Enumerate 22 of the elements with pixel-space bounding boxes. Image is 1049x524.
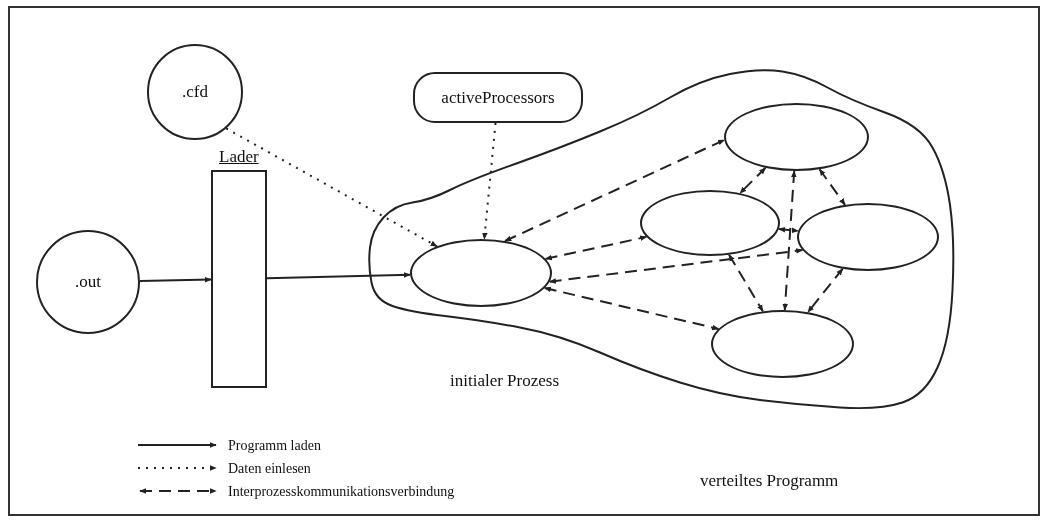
legend-label: Programm laden [228, 436, 321, 455]
node-label: initialer Prozess [450, 370, 560, 392]
dashed-arrow [728, 253, 764, 313]
node-label: Lader [219, 146, 259, 168]
dashed-arrow [777, 226, 800, 234]
dashed-arrow [782, 170, 797, 311]
dashed-arrow [818, 168, 846, 206]
legend-label: Interprozesskommunikationsverbindung [228, 482, 455, 501]
legend-label: Daten einlesen [228, 459, 311, 478]
node-label: .cfd [182, 81, 208, 103]
node-label: activeProcessors [441, 86, 555, 109]
arrow [266, 272, 412, 280]
dashed-arrow [504, 138, 726, 242]
node-label: .out [75, 271, 101, 293]
dashed-arrow [543, 286, 720, 331]
file-box [413, 72, 583, 123]
dashed-arrow [482, 122, 497, 241]
process-ellipse [410, 239, 552, 307]
node-label: verteiltes Programm [700, 470, 839, 492]
dashed-arrow [225, 127, 438, 248]
loader-bar [211, 170, 267, 388]
arrow [139, 276, 212, 283]
